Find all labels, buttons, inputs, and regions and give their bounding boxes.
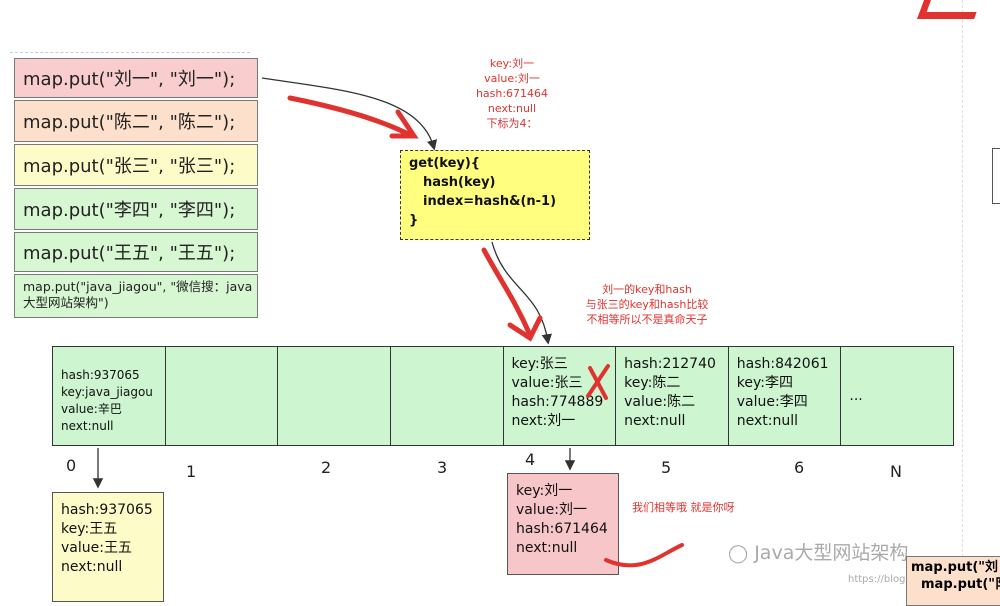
arrow-put-to-get — [261, 77, 438, 151]
index-label-4: 4 — [525, 450, 536, 469]
node0-line-1: hash:937065 — [61, 502, 153, 518]
watermark-url: https://blog.csdn — [848, 574, 933, 585]
bucket-6-line-2: key:李四 — [736, 375, 793, 391]
corner-line-1: map.put("刘 — [911, 560, 999, 575]
entry-annotation-line-5: 下标为4： — [486, 117, 538, 130]
entry-annotation-line-2: value:刘一 — [484, 72, 540, 85]
watermark-text: Java大型网站架构 — [754, 542, 909, 564]
index-label-3: 3 — [437, 458, 448, 477]
node0-line-2: key:王五 — [61, 521, 118, 537]
red-stroke-put-to-get — [287, 95, 415, 139]
put-statement-3: map.put("张三", "张三"); — [14, 144, 258, 186]
bucket-4-line-3: hash:774889 — [511, 394, 604, 410]
bucket-3 — [391, 347, 504, 445]
index-label-5: 5 — [661, 458, 672, 477]
node4-line-3: hash:671464 — [516, 521, 608, 537]
bucket-6-line-3: value:李四 — [736, 394, 808, 410]
arrow-get-to-bucket — [491, 241, 552, 345]
corner-red-mark — [917, 0, 984, 19]
corner-snippet-box: map.put("刘 map.put("阝 — [906, 556, 1000, 606]
bucket-2 — [278, 347, 391, 445]
compare-annotation-line-2: 与张三的key和hash比较 — [585, 298, 709, 311]
bucket-4-line-2: value:张三 — [511, 375, 583, 391]
bucket-4-line-4: next:刘一 — [511, 413, 576, 429]
bucket-5-line-4: next:null — [624, 413, 686, 429]
node4-line-1: key:刘一 — [516, 483, 573, 499]
get-box-line-1: get(key){ — [409, 156, 481, 171]
get-box-line-4: } — [409, 213, 419, 228]
compare-annotation-line-1: 刘一的key和hash — [602, 283, 692, 296]
bucket-7-line-1: ... — [849, 388, 863, 404]
node0-line-4: next:null — [61, 559, 123, 575]
equal-annotation: 我们相等哦 就是你呀 — [632, 501, 735, 514]
bucket-6: hash:842061 key:李四 value:李四 next:null — [729, 347, 842, 445]
bucket-4: key:张三 value:张三 hash:774889 next:刘一 — [504, 347, 617, 445]
bucket-6-line-4: next:null — [736, 413, 799, 429]
bucket-7: ... — [841, 347, 953, 445]
hash-table-array: hash:937065 key:java_jiagou value:辛巴 next:n… — [52, 346, 954, 446]
bucket-6-line-1: hash:842061 — [736, 356, 829, 372]
compare-annotation-line-3: 不相等所以不是真命天子 — [586, 313, 708, 326]
get-function-box: get(key){ hash(key) index=hash&(n-1)} — [400, 150, 590, 240]
bucket-0-line-3: value:辛巴 — [61, 402, 122, 416]
put-statement-4: map.put("李四", "李四"); — [14, 188, 258, 230]
bucket-0: hash:937065 key:java_jiagou value:辛巴 next:n… — [53, 347, 166, 445]
put-statement-6: map.put("java_jiagou", "微信搜：java大型网站架构") — [14, 274, 258, 318]
index-label-2: 2 — [321, 458, 332, 477]
bucket-5-line-2: key:陈二 — [624, 375, 681, 391]
wechat-icon: ◯ — [728, 543, 749, 564]
get-box-line-3: index=hash&(n-1) — [423, 194, 557, 209]
node4-line-2: value:刘一 — [516, 502, 587, 518]
put-statement-5: map.put("王五", "王五"); — [14, 232, 258, 272]
compare-annotation: 刘一的key和hash 与张三的key和hash比较不相等所以不是真命天子 — [552, 282, 742, 327]
top-left-dashed-guide — [10, 52, 250, 53]
get-box-line-2: hash(key) — [423, 175, 496, 190]
bucket-0-next-node: hash:937065 key:王五 value:王五 next:null — [52, 492, 164, 602]
entry-annotation-line-4: next:null — [487, 102, 537, 115]
bucket-0-line-2: key:java_jiagou — [61, 385, 153, 399]
index-label-6: 6 — [794, 458, 805, 477]
index-label-1: 1 — [186, 462, 197, 481]
red-stroke-get-to-bucket — [481, 247, 533, 338]
watermark: ◯ Java大型网站架构 — [728, 538, 908, 565]
bucket-5-line-3: value:陈二 — [624, 394, 696, 410]
bucket-1 — [166, 347, 279, 445]
bucket-5: hash:212740 key:陈二 value:陈二 next:null — [616, 347, 729, 445]
bucket-4-next-node: key:刘一 value:刘一 hash:671464 next:null — [507, 473, 619, 575]
bucket-5-line-1: hash:212740 — [624, 356, 716, 372]
bucket-4-line-1: key:张三 — [511, 356, 568, 372]
right-edge-panel — [992, 148, 1000, 204]
corner-line-2: map.put("阝 — [921, 577, 1000, 592]
bucket-0-line-4: next:null — [61, 419, 114, 433]
node4-line-4: next:null — [516, 540, 578, 556]
put-statement-2: map.put("陈二", "陈二"); — [14, 100, 258, 142]
entry-annotation: key:刘一 value:刘一 hash:671464 next:null 下标为4： — [452, 56, 572, 131]
node0-line-3: value:王五 — [61, 540, 132, 556]
index-label-0: 0 — [66, 456, 77, 475]
red-stroke-head-1 — [389, 109, 419, 139]
put-statement-1: map.put("刘一", "刘一"); — [14, 58, 258, 98]
bucket-0-line-1: hash:937065 — [61, 368, 140, 382]
entry-annotation-line-3: hash:671464 — [475, 87, 549, 100]
index-label-7: N — [890, 462, 902, 481]
entry-annotation-line-1: key:刘一 — [489, 57, 535, 70]
right-edge-dashed-line — [962, 0, 963, 592]
red-stroke-head-2 — [507, 315, 543, 342]
